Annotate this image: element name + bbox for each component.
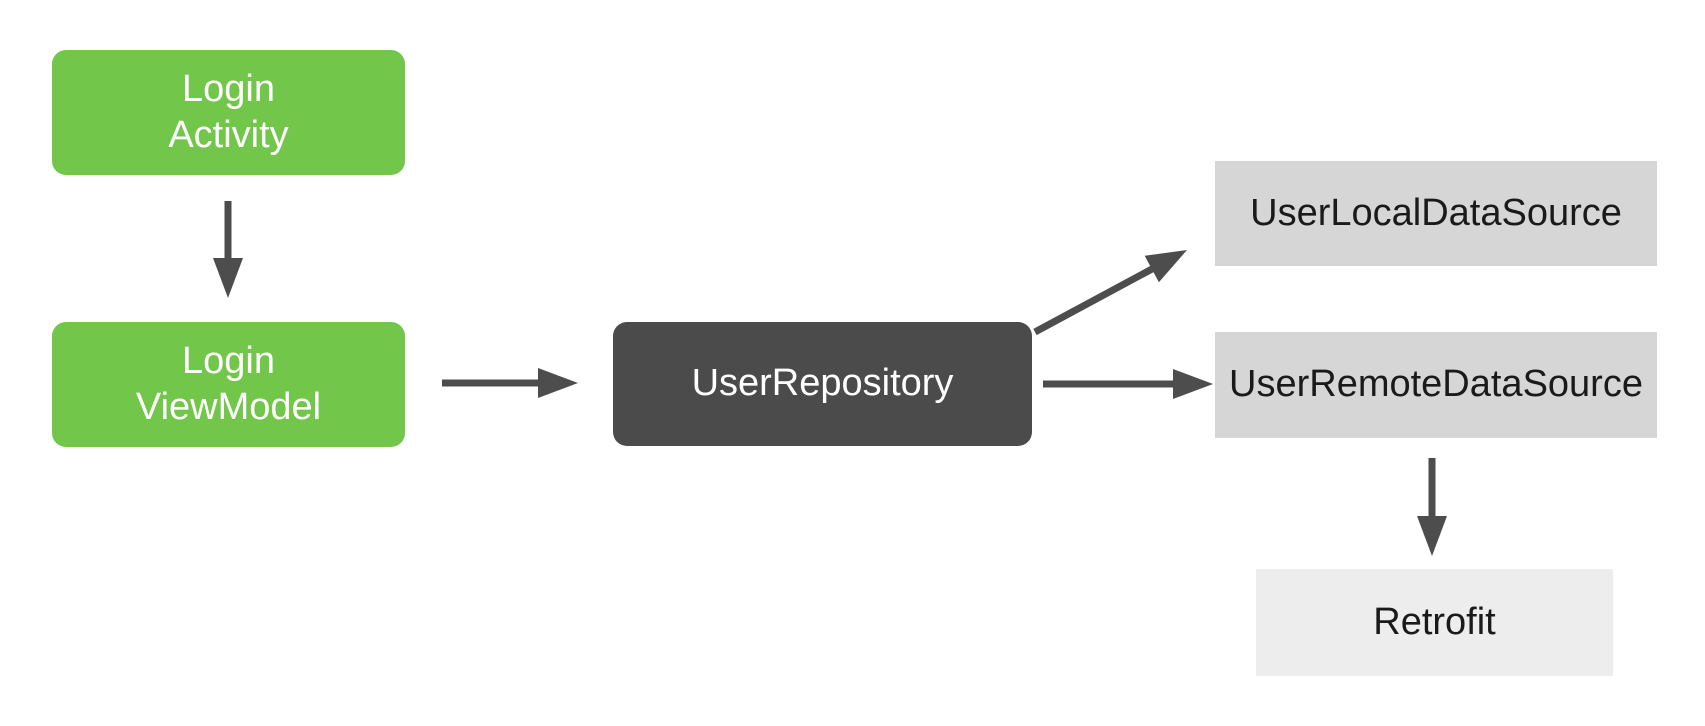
arrow-repository-to-remote-datasource bbox=[1043, 369, 1213, 399]
node-label-line: Activity bbox=[168, 113, 289, 156]
node-login-activity: Login Activity bbox=[52, 50, 405, 175]
node-user-local-datasource: UserLocalDataSource bbox=[1215, 161, 1657, 266]
node-login-activity-label: Login Activity bbox=[168, 67, 288, 158]
node-retrofit-label: Retrofit bbox=[1373, 600, 1496, 643]
node-user-repository-label: UserRepository bbox=[691, 362, 954, 405]
arrow-viewmodel-to-repository bbox=[442, 368, 578, 398]
arrow-activity-to-viewmodel bbox=[213, 201, 243, 298]
node-retrofit: Retrofit bbox=[1256, 569, 1613, 676]
node-login-viewmodel-label: Login ViewModel bbox=[136, 339, 321, 430]
node-user-remote-datasource-label: UserRemoteDataSource bbox=[1229, 363, 1643, 406]
node-login-viewmodel: Login ViewModel bbox=[52, 322, 405, 447]
arrow-remote-datasource-to-retrofit bbox=[1417, 458, 1447, 556]
node-label-line: ViewModel bbox=[135, 385, 322, 428]
node-label-line: Login bbox=[182, 339, 275, 382]
node-label-line: Login bbox=[182, 67, 275, 110]
node-user-repository: UserRepository bbox=[613, 322, 1032, 446]
arrow-repository-to-local-datasource bbox=[1033, 250, 1187, 336]
node-user-remote-datasource: UserRemoteDataSource bbox=[1215, 332, 1657, 438]
node-user-local-datasource-label: UserLocalDataSource bbox=[1250, 191, 1622, 234]
